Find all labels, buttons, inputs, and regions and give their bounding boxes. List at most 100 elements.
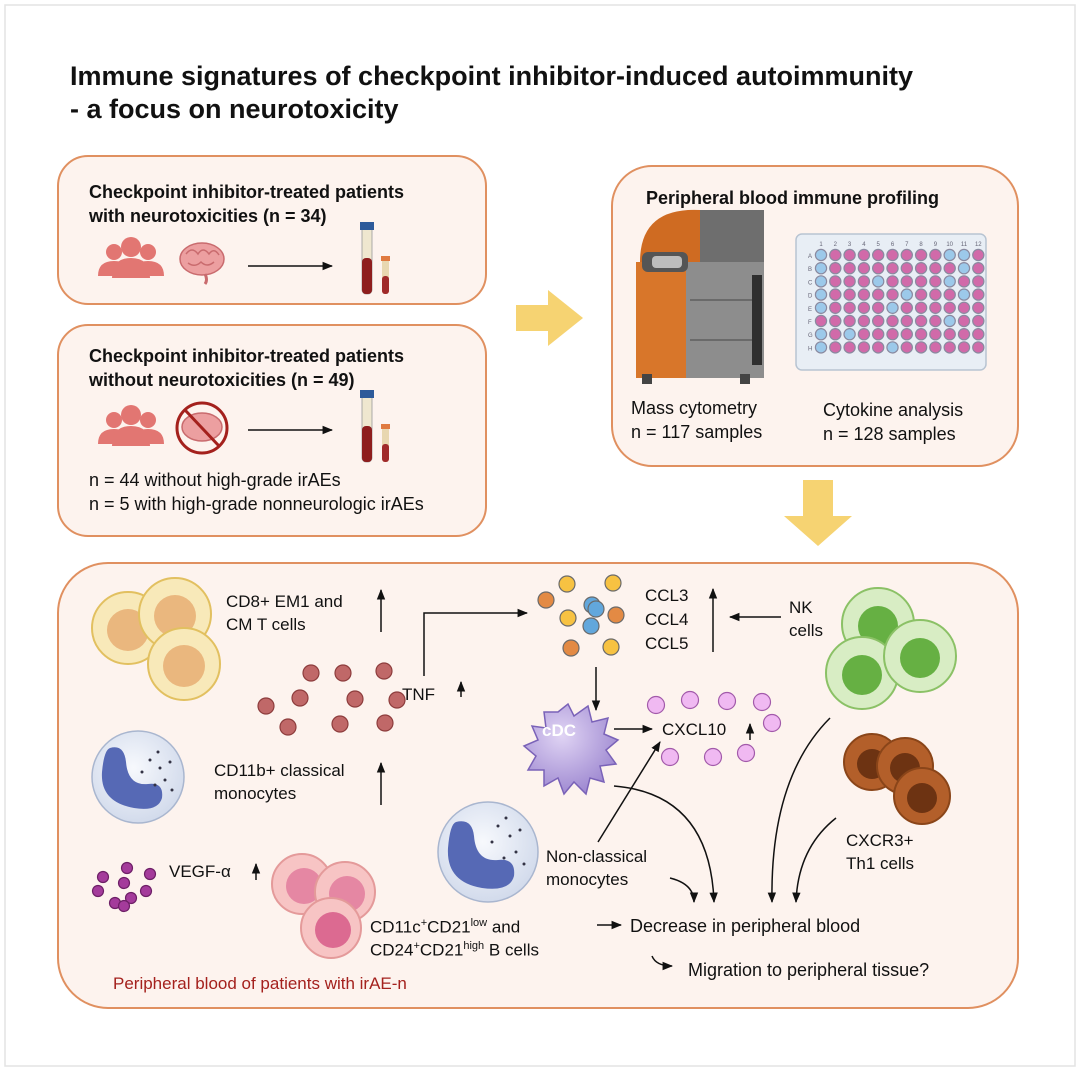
cohort-with-box [57, 155, 487, 305]
plate-well [814, 341, 828, 354]
plate-well [814, 301, 828, 314]
mass-cytometry-label: Mass cytometry [631, 398, 758, 418]
plate-well [957, 262, 971, 275]
flow-arrow-right [516, 290, 583, 346]
plate-well [943, 275, 956, 288]
nk-label-2: cells [789, 621, 824, 640]
ncm-to-cxcl10-arrow [597, 741, 661, 843]
plate-well [843, 328, 856, 341]
plate-well [972, 262, 985, 275]
plate-well [900, 341, 914, 354]
cytokine-label: Cytokine analysis [823, 400, 964, 420]
vegf-molecule [143, 867, 157, 881]
plate-well [972, 288, 985, 301]
plate-well [843, 248, 856, 262]
cxcl10-molecule [717, 691, 737, 711]
cytokine-n: n = 128 samples [823, 424, 956, 444]
plate-well [857, 328, 871, 341]
plate-well [957, 301, 971, 314]
plate-well [843, 314, 856, 328]
vegf-molecule [96, 870, 110, 884]
plate-well [972, 328, 985, 341]
plate-well [957, 341, 971, 354]
plate-row-label: B [808, 267, 812, 273]
plate-well [814, 314, 828, 328]
chemokine-molecule [537, 591, 555, 609]
plate-well [943, 314, 956, 328]
plate-row-label: C [808, 280, 813, 286]
plate-well [943, 341, 956, 354]
nk-decrease-arrow [767, 717, 831, 904]
plate-well [914, 262, 928, 275]
cxcl10-molecule [646, 695, 666, 715]
flow-arrow-down [784, 480, 852, 546]
plate-well [814, 275, 828, 288]
plate-row-label: E [808, 307, 812, 313]
plate-row-label: F [808, 320, 812, 326]
no-brain-icon [175, 401, 229, 455]
chemokine-molecule [602, 638, 620, 656]
plate-well [943, 328, 956, 341]
tnf-molecule [279, 718, 297, 736]
plate-row-label: D [808, 294, 813, 300]
tnf-label: TNF [402, 685, 436, 704]
mass-cytometry-n: n = 117 samples [631, 422, 763, 442]
tnf-to-chemokines-arrow [423, 608, 529, 676]
plate-well [857, 275, 871, 288]
plate-well [972, 275, 985, 288]
cxcr3-label-1: CXCR3+ [846, 831, 914, 850]
plate-well [900, 328, 914, 341]
plate-well [843, 275, 856, 288]
tnf-molecule [375, 662, 393, 680]
plate-well [914, 248, 928, 262]
plate-column-label: 7 [905, 242, 909, 248]
cxcl10-molecule [660, 747, 680, 767]
plate-well [972, 248, 985, 262]
plate-well [914, 301, 928, 314]
cxcl10-molecule [762, 713, 782, 733]
cd8-label-1: CD8+ EM1 and [226, 592, 343, 611]
ncm-decrease-arrow [669, 877, 699, 904]
plate-well [872, 275, 885, 288]
plate-well [900, 301, 914, 314]
chemokine-molecule [604, 574, 622, 592]
ncm-label-2: monocytes [546, 870, 629, 889]
chemokine-molecule [582, 617, 600, 635]
plate-well [886, 301, 899, 314]
vegf-molecule [139, 884, 153, 898]
plate-row-label: A [808, 254, 812, 260]
nk-cells-icon [825, 587, 957, 710]
plate-well [929, 328, 942, 341]
b-cells-icon [271, 853, 376, 959]
page-subtitle: - a focus on neurotoxicity [70, 94, 399, 124]
brain-icon [179, 242, 225, 285]
plate-column-label: 10 [946, 242, 953, 248]
tnf-molecule [388, 691, 406, 709]
plate-well [900, 275, 914, 288]
plate-column-label: 1 [819, 242, 823, 248]
plate-row-label: H [808, 346, 812, 352]
migration-label: Migration to peripheral tissue? [688, 960, 930, 980]
vegf-label: VEGF-α [169, 862, 231, 881]
plate-well [943, 248, 956, 262]
vegf-molecule [120, 861, 134, 875]
classical-monocyte-icon [91, 730, 185, 824]
chemokine-molecule [607, 606, 625, 624]
cd11b-label-1: CD11b+ classical [214, 761, 345, 780]
plate-well [857, 248, 871, 262]
plate-well [914, 328, 928, 341]
plate-column-label: 9 [934, 242, 938, 248]
th1-cells-icon [843, 733, 951, 825]
plate-well [943, 262, 956, 275]
plate-column-label: 4 [862, 242, 866, 248]
plate-well [943, 288, 956, 301]
plate-well [843, 301, 856, 314]
blood-tube-icon [360, 222, 390, 295]
plate-well [857, 341, 871, 354]
plate-well [957, 314, 971, 328]
plate-well [900, 288, 914, 301]
vegf-molecule [91, 884, 105, 898]
chemokine-molecule [558, 575, 576, 593]
plate-column-label: 12 [975, 242, 982, 248]
